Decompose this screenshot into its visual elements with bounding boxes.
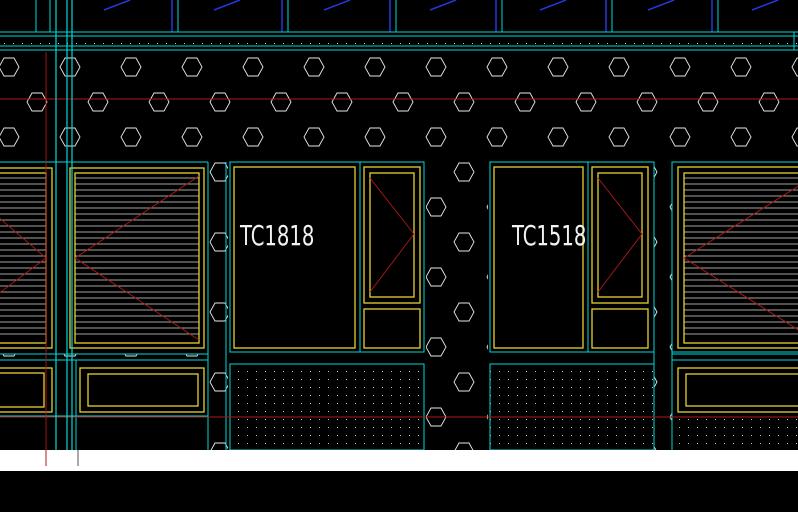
spandrel-panels [0, 161, 798, 451]
viewport-divider-band [0, 450, 798, 471]
window-label-tc1518: TC1518 [511, 219, 586, 251]
window-tc1818[interactable]: TC1818 [229, 161, 425, 353]
window-tc1518[interactable]: TC1518 [489, 161, 655, 353]
structural-column [55, 0, 73, 450]
reference-lines [0, 52, 798, 464]
right-louvre-window[interactable] [671, 161, 798, 413]
floor-beam [0, 31, 798, 51]
window-label-tc1818: TC1818 [239, 219, 314, 251]
upper-structure [35, 0, 779, 32]
bottom-marks [45, 450, 79, 466]
left-louvre-window[interactable] [0, 167, 205, 413]
